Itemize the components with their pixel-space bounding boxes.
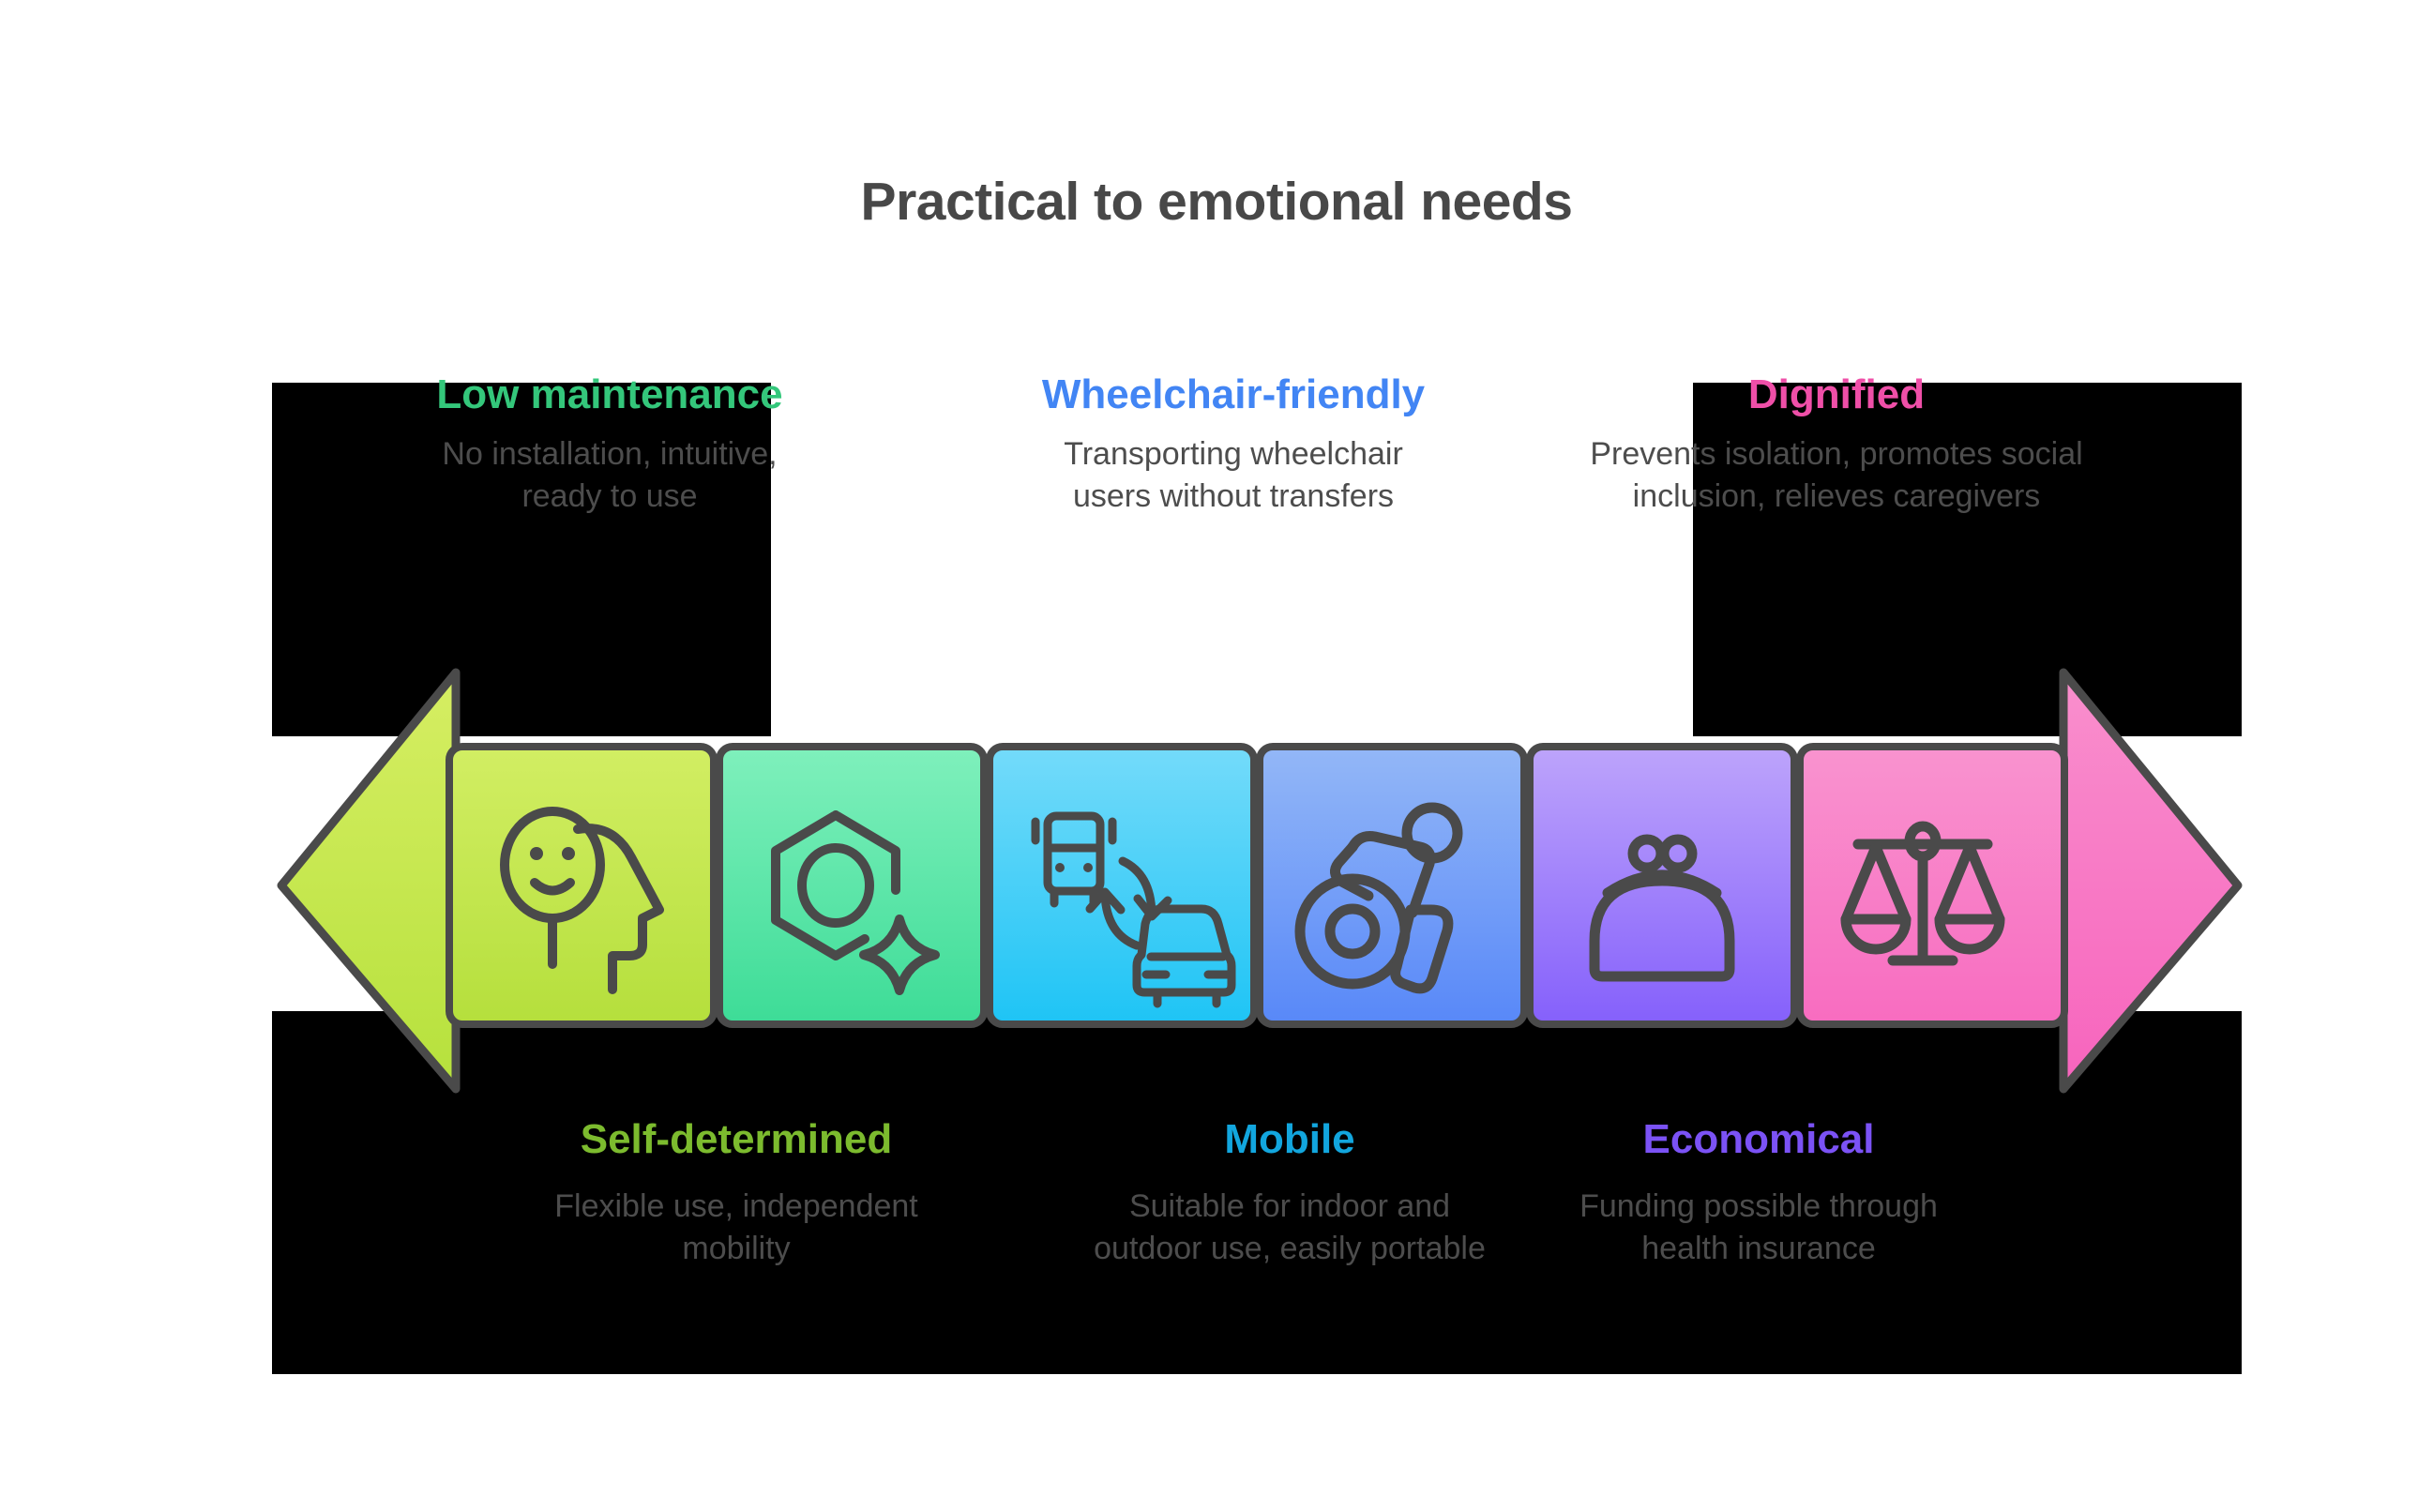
callout-low-maintenance: Low maintenance No installation, intuiti… — [413, 371, 807, 518]
segment-self-determined — [446, 743, 718, 1028]
callout-headline-low-maintenance: Low maintenance — [436, 371, 783, 417]
callout-self-determined: Self-determined Flexible use, independen… — [511, 1116, 961, 1270]
callout-headline-economical: Economical — [1642, 1116, 1875, 1162]
head-smiley-icon — [500, 807, 664, 994]
callout-body-dignified: Prevents isolation, promotes social incl… — [1590, 436, 2083, 515]
callout-headline-self-determined: Self-determined — [580, 1116, 893, 1162]
bus-car-transfer-icon — [1031, 811, 1236, 1008]
coin-purse-icon — [1589, 834, 1735, 982]
active-wheelchair-user-icon — [1294, 802, 1463, 994]
callout-body-mobile: Suitable for indoor and outdoor use, eas… — [1094, 1188, 1486, 1267]
callout-headline-dignified: Dignified — [1747, 371, 1926, 417]
callout-body-low-maintenance: No installation, intuitive, ready to use — [442, 436, 778, 515]
segment-wheelchair-friendly — [1256, 743, 1528, 1028]
callout-headline-mobile: Mobile — [1224, 1116, 1355, 1162]
callout-wheelchair-friendly: Wheelchair-friendly Transporting wheelch… — [961, 371, 1505, 518]
segment-dignified — [1796, 743, 2068, 1028]
callout-headline-wheelchair-friendly: Wheelchair-friendly — [1041, 371, 1426, 417]
callout-body-wheelchair-friendly: Transporting wheelchair users without tr… — [1064, 436, 1403, 515]
callout-body-self-determined: Flexible use, independent mobility — [554, 1188, 918, 1267]
balance-scales-icon — [1840, 821, 2005, 966]
page-title: Practical to emotional needs — [860, 172, 1573, 232]
segment-low-maintenance — [716, 743, 988, 1028]
callout-dignified: Dignified Prevents isolation, promotes s… — [1564, 371, 2108, 518]
callout-body-economical: Funding possible through health insuranc… — [1579, 1188, 1938, 1267]
hex-nut-sparkle-icon — [771, 810, 940, 995]
callout-mobile: Mobile Suitable for indoor and outdoor u… — [1065, 1116, 1515, 1270]
segment-economical — [1526, 743, 1798, 1028]
segment-mobile — [986, 743, 1258, 1028]
callout-economical: Economical Funding possible through heal… — [1562, 1116, 1956, 1270]
backdrop-panel-bottom — [272, 1011, 2242, 1374]
